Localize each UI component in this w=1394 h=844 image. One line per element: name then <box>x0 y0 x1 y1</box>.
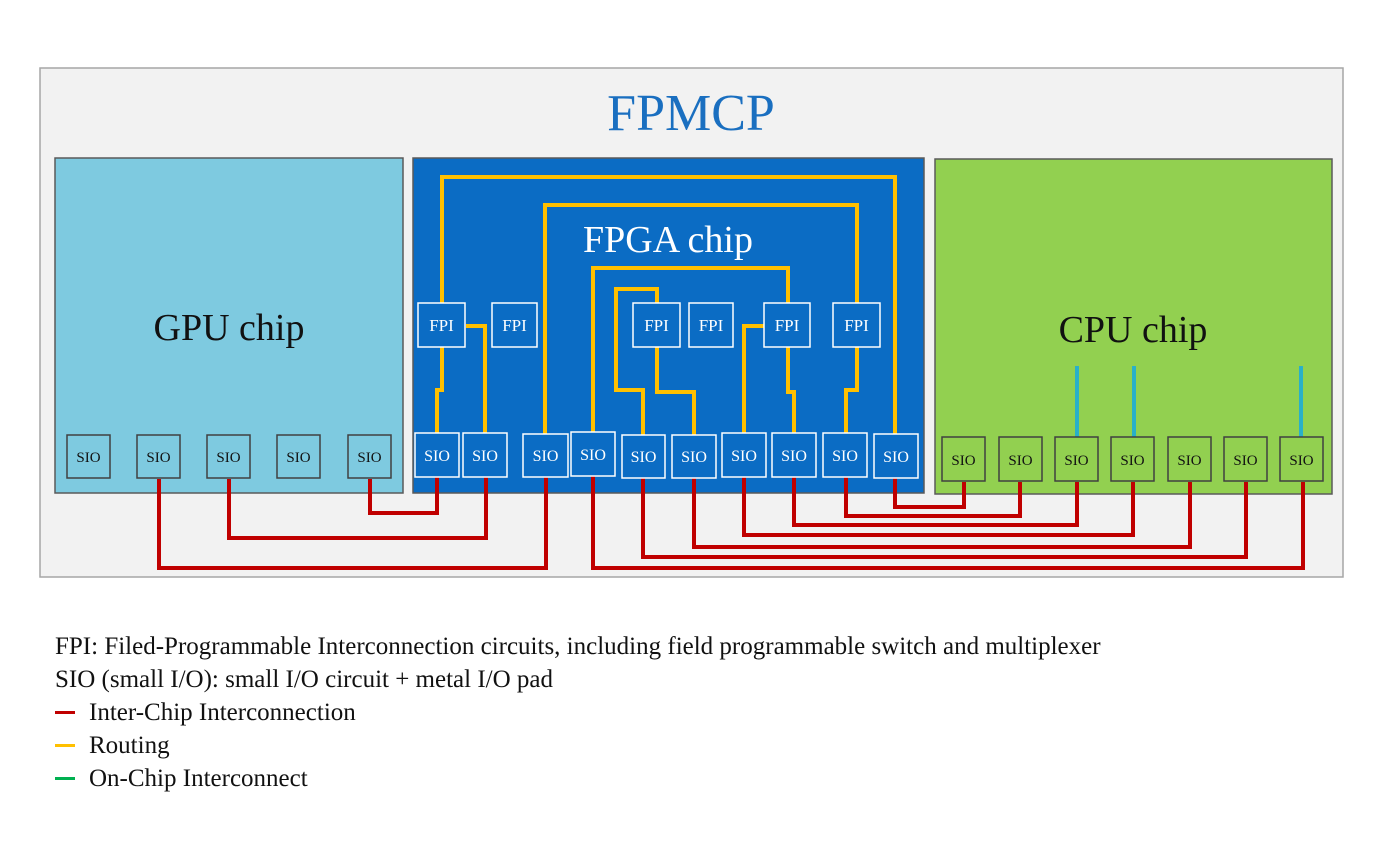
sio-label: SIO <box>357 450 381 466</box>
fpi-1: FPI <box>417 302 466 348</box>
gpu-sio-1: SIO <box>66 434 111 479</box>
cpu-sio-7: SIO <box>1279 436 1324 482</box>
fpga-sio-3: SIO <box>522 433 569 478</box>
gpu-sio-5: SIO <box>347 434 392 479</box>
inter-chip-lines <box>157 476 1305 570</box>
legend-swatch-yellow <box>55 743 75 747</box>
fpi-3: FPI <box>632 302 681 348</box>
fpga-sio-8: SIO <box>771 432 817 478</box>
fpga-sio-5: SIO <box>621 434 666 479</box>
package-title: FPMCP <box>607 85 775 142</box>
sio-label: SIO <box>146 450 170 466</box>
fpga-sio-4: SIO <box>570 431 616 477</box>
gpu-chip-label: GPU chip <box>154 307 305 349</box>
sio-label: SIO <box>1233 453 1257 469</box>
sio-label: SIO <box>832 448 858 465</box>
cpu-sio-1: SIO <box>941 436 986 482</box>
fpi-5: FPI <box>763 302 811 348</box>
sio-label: SIO <box>1289 453 1313 469</box>
legend-item-routing: Routing <box>55 729 1101 762</box>
sio-label: SIO <box>731 448 757 465</box>
fpga-sio-group: SIO SIO SIO SIO SIO SIO SIO SIO SIO SIO <box>414 431 919 479</box>
fpga-sio-6: SIO <box>671 434 717 479</box>
gpu-sio-group: SIO SIO SIO SIO SIO <box>66 434 392 479</box>
sio-label: SIO <box>1064 453 1088 469</box>
cpu-sio-4: SIO <box>1110 436 1155 482</box>
legend-item-label: On-Chip Interconnect <box>89 765 308 792</box>
gpu-sio-3: SIO <box>206 434 251 479</box>
legend-sio-note: SIO (small I/O): small I/O circuit + met… <box>55 666 554 693</box>
legend-item-label: Inter-Chip Interconnection <box>89 699 356 726</box>
fpga-sio-10: SIO <box>873 433 919 479</box>
sio-label: SIO <box>951 453 975 469</box>
legend-swatch-green <box>55 776 75 780</box>
sio-label: SIO <box>1120 453 1144 469</box>
cpu-sio-2: SIO <box>998 436 1043 482</box>
fpga-sio-7: SIO <box>721 432 767 478</box>
sio-label: SIO <box>424 448 450 465</box>
fpi-2: FPI <box>491 302 538 348</box>
sio-label: SIO <box>533 448 559 465</box>
fpga-fpi-group: FPI FPI FPI FPI FPI FPI <box>417 302 881 348</box>
legend: FPI: Filed-Programmable Interconnection … <box>55 630 1101 795</box>
fpga-sio-9: SIO <box>822 432 868 478</box>
sio-label: SIO <box>216 450 240 466</box>
fpi-label: FPI <box>775 316 800 335</box>
fpi-label: FPI <box>502 316 527 335</box>
sio-label: SIO <box>781 448 807 465</box>
gpu-sio-2: SIO <box>136 434 181 479</box>
fpi-label: FPI <box>644 316 669 335</box>
legend-item-inter-chip: Inter-Chip Interconnection <box>55 696 1101 729</box>
sio-label: SIO <box>681 449 707 466</box>
fpi-4: FPI <box>688 302 734 348</box>
cpu-sio-group: SIO SIO SIO SIO SIO SIO SIO <box>941 436 1324 482</box>
fpi-6: FPI <box>832 302 881 348</box>
cpu-sio-5: SIO <box>1167 436 1212 482</box>
sio-label: SIO <box>472 448 498 465</box>
fpi-label: FPI <box>429 316 454 335</box>
legend-fpi-note: FPI: Filed-Programmable Interconnection … <box>55 633 1101 660</box>
sio-label: SIO <box>76 450 100 466</box>
cpu-sio-3: SIO <box>1054 436 1099 482</box>
cpu-stubs <box>1075 366 1303 437</box>
sio-label: SIO <box>1008 453 1032 469</box>
sio-label: SIO <box>286 450 310 466</box>
gpu-sio-4: SIO <box>276 434 321 479</box>
legend-item-on-chip: On-Chip Interconnect <box>55 762 1101 795</box>
legend-swatch-red <box>55 710 75 714</box>
sio-label: SIO <box>1177 453 1201 469</box>
fpga-chip-label: FPGA chip <box>583 219 753 261</box>
legend-item-label: Routing <box>89 732 170 759</box>
fpi-label: FPI <box>844 316 869 335</box>
sio-label: SIO <box>580 447 606 464</box>
cpu-sio-6: SIO <box>1223 436 1268 482</box>
sio-label: SIO <box>883 449 909 466</box>
routing-lines <box>435 175 897 435</box>
sio-label: SIO <box>631 449 657 466</box>
cpu-chip-label: CPU chip <box>1059 309 1208 351</box>
fpi-label: FPI <box>699 316 724 335</box>
fpga-sio-2: SIO <box>462 432 508 478</box>
fpmcp-diagram: FPMCP GPU chip FPGA chip CPU chip <box>39 67 1344 578</box>
fpga-sio-1: SIO <box>414 432 460 478</box>
